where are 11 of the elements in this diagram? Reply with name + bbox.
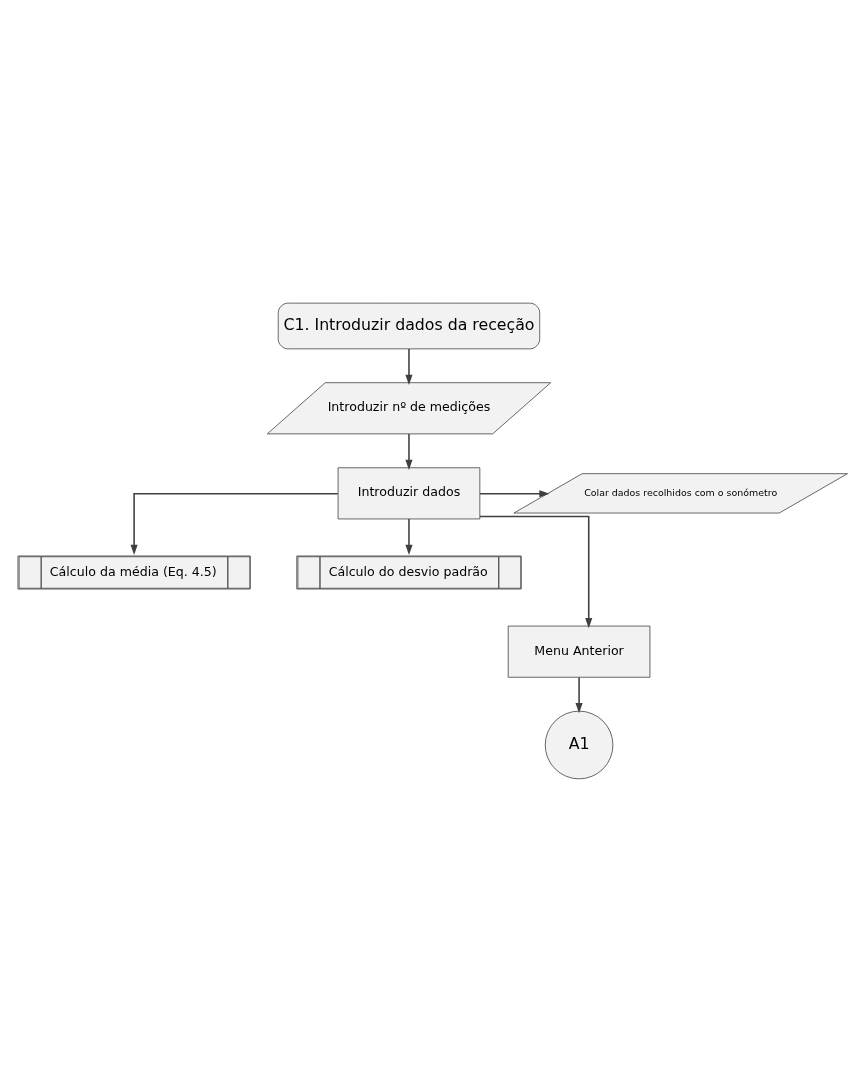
arrow bbox=[575, 676, 583, 714]
arrow bbox=[405, 348, 413, 385]
arrow bbox=[479, 490, 550, 498]
arrow bbox=[405, 433, 413, 471]
arrow bbox=[405, 518, 413, 556]
node-circle: A1 bbox=[544, 710, 614, 780]
node-box: C1. Introduzir dados da receção bbox=[277, 302, 541, 350]
node-box: Menu Anterior bbox=[507, 625, 651, 678]
arrow bbox=[479, 515, 593, 629]
node-box: Introduzir dados bbox=[337, 467, 481, 520]
arrow bbox=[130, 492, 339, 556]
